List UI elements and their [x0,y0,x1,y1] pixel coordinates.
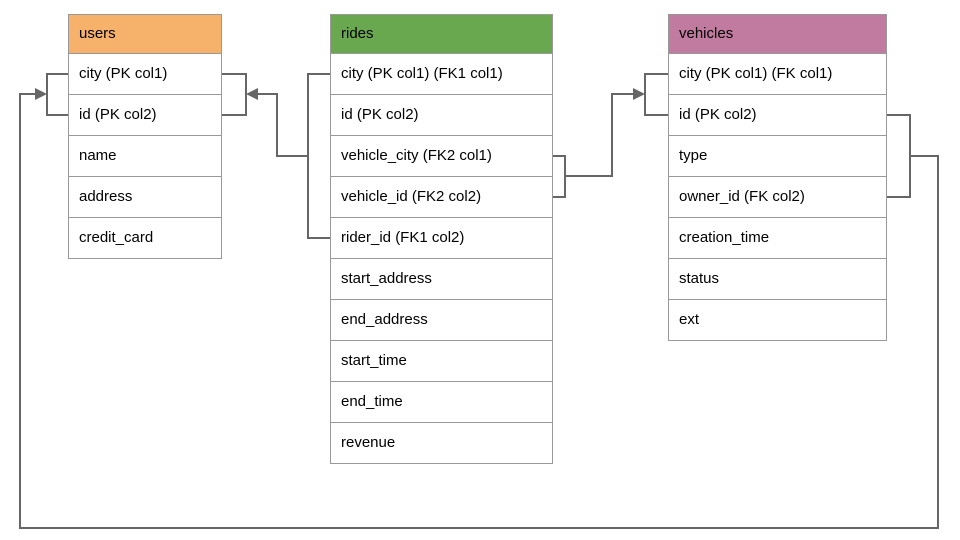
table-rides: rides city (PK col1) (FK1 col1) id (PK c… [330,14,553,464]
table-users: users city (PK col1) id (PK col2) name a… [68,14,222,259]
rides-fk2-connector [565,93,633,177]
users-row-address: address [69,177,221,218]
users-row-id: id (PK col2) [69,95,221,136]
rides-row-vehicle-id: vehicle_id (FK2 col2) [331,177,552,218]
users-row-credit-card: credit_card [69,218,221,258]
arrowhead-into-users-right [246,88,258,100]
relationship-rides-to-vehicles [553,73,668,198]
vehicles-row-creation-time: creation_time [669,218,886,259]
vehicles-row-ext: ext [669,300,886,340]
rides-row-city: city (PK col1) (FK1 col1) [331,54,552,95]
vehicles-row-status: status [669,259,886,300]
vehicles-fk-bracket [887,114,911,198]
users-pk-right-bracket [222,73,247,116]
table-users-header: users [69,15,221,54]
vehicles-row-city: city (PK col1) (FK col1) [669,54,886,95]
rides-row-rider-id: rider_id (FK1 col2) [331,218,552,259]
table-rides-header: rides [331,15,552,54]
rides-row-end-time: end_time [331,382,552,423]
arrowhead-into-vehicles-left [633,88,645,100]
users-pk-left-bracket [46,73,68,116]
rides-row-vehicle-city: vehicle_city (FK2 col1) [331,136,552,177]
table-vehicles-header: vehicles [669,15,886,54]
table-vehicles: vehicles city (PK col1) (FK col1) id (PK… [668,14,887,341]
rides-fk1-connector [258,93,308,157]
rides-row-revenue: revenue [331,423,552,463]
rides-row-start-address: start_address [331,259,552,300]
vehicles-row-id: id (PK col2) [669,95,886,136]
rides-row-start-time: start_time [331,341,552,382]
vehicles-pk-left-bracket [644,73,668,116]
rides-row-id: id (PK col2) [331,95,552,136]
rides-row-end-address: end_address [331,300,552,341]
rides-fk1-bracket [307,73,330,239]
vehicles-row-owner-id: owner_id (FK col2) [669,177,886,218]
rides-fk2-bracket [553,155,566,198]
users-row-city: city (PK col1) [69,54,221,95]
users-row-name: name [69,136,221,177]
relationship-rides-to-users [222,73,330,239]
arrowhead-into-users-left [35,88,47,100]
vehicles-row-type: type [669,136,886,177]
